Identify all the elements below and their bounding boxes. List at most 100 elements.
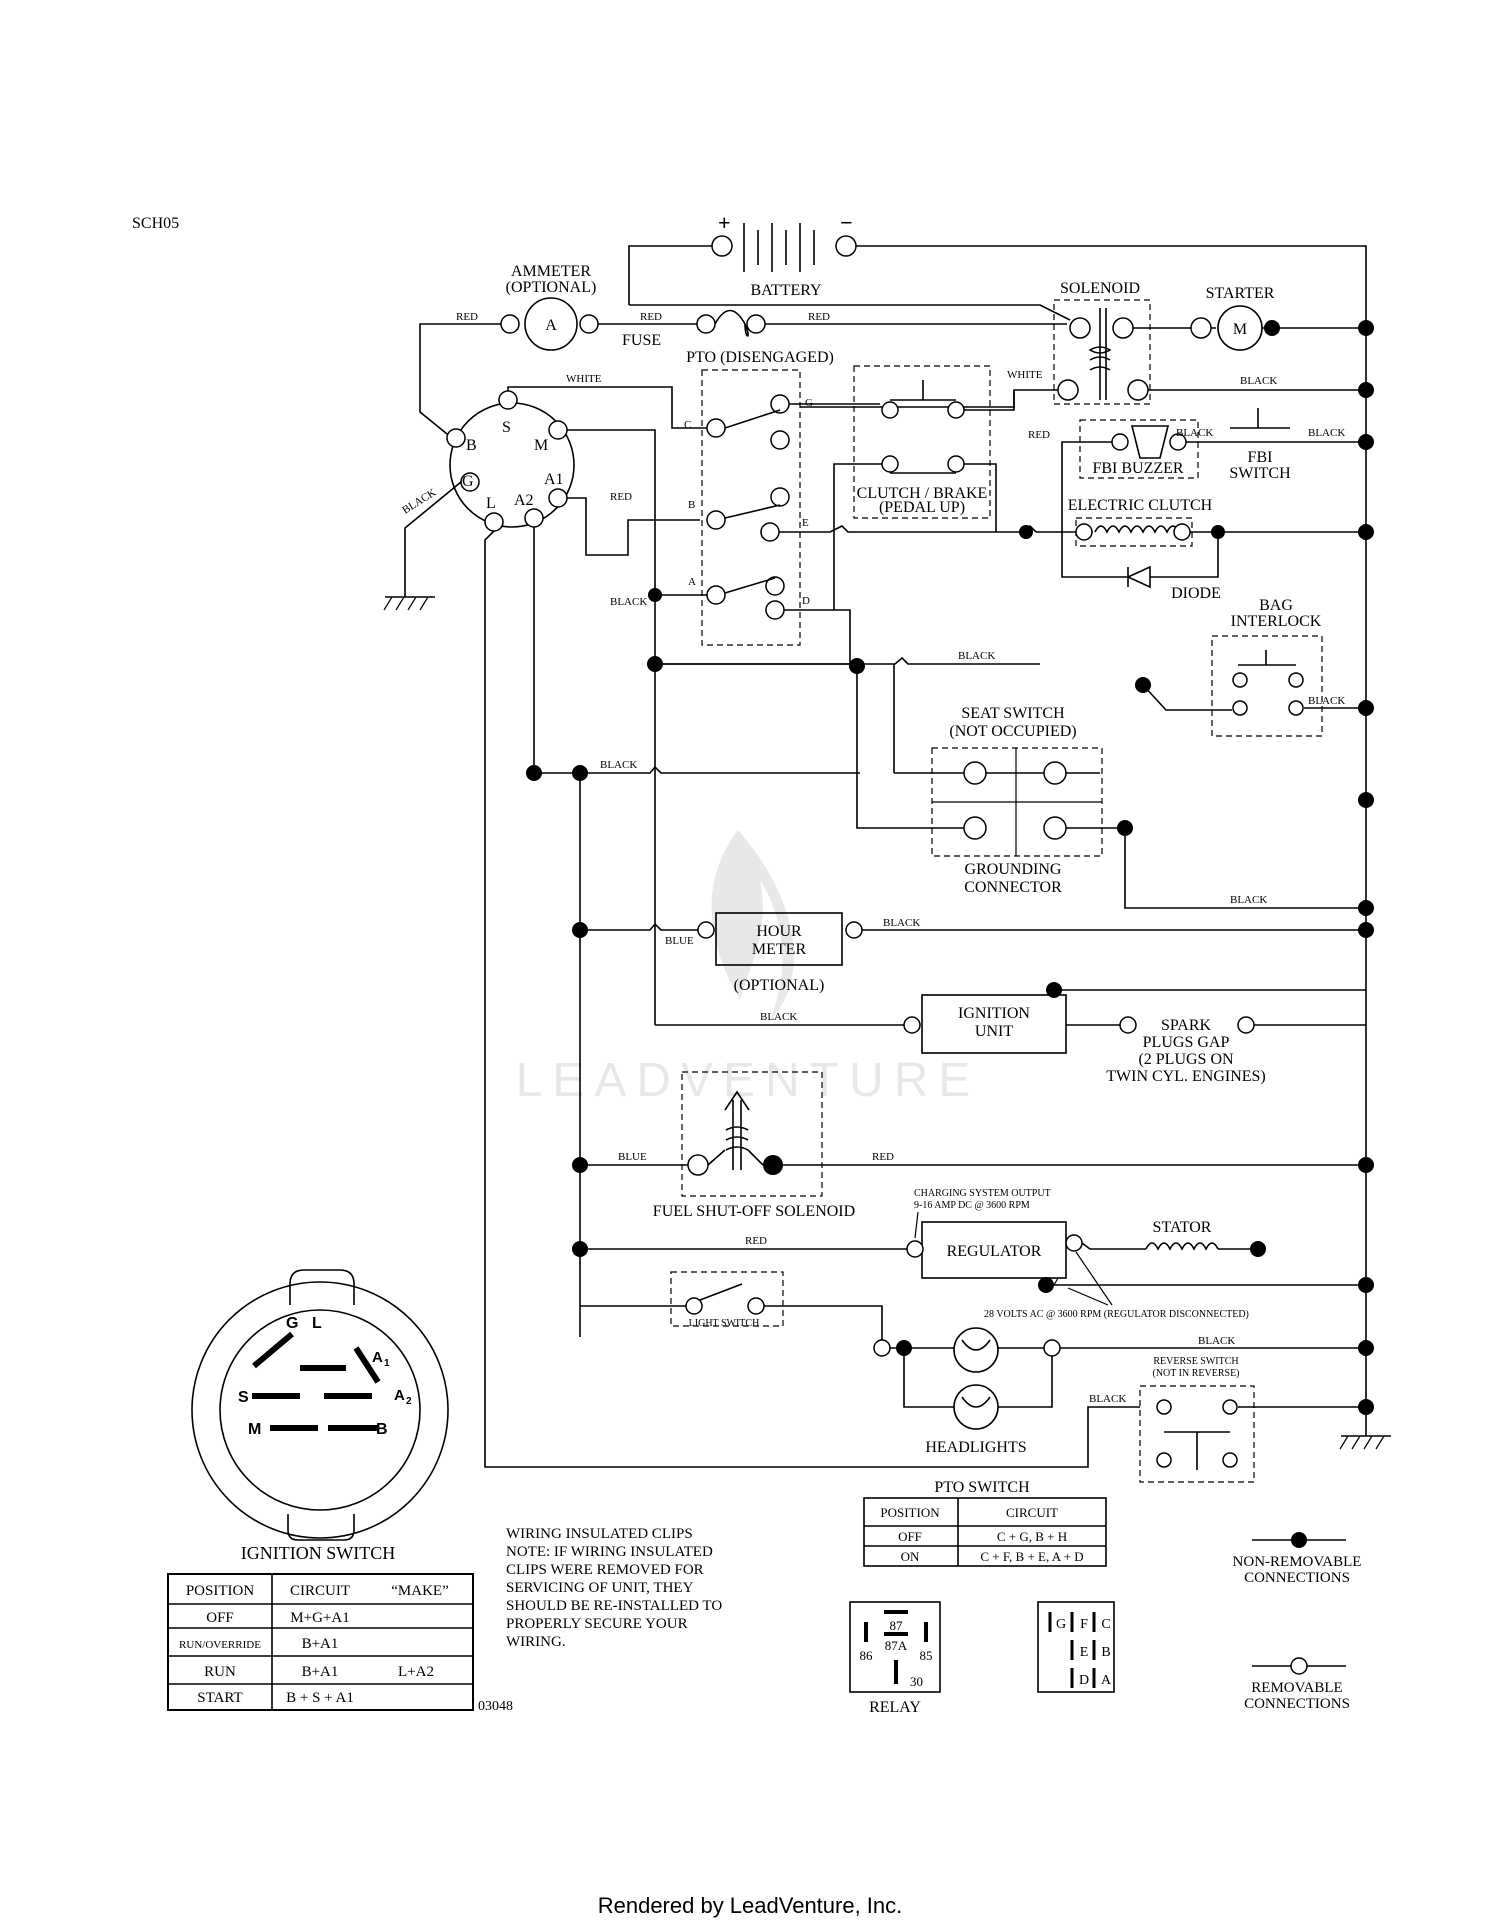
svg-text:RED: RED (610, 491, 632, 503)
svg-text:FUEL SHUT-OFF SOLENOID: FUEL SHUT-OFF SOLENOID (653, 1203, 855, 1220)
svg-text:2: 2 (406, 1396, 412, 1407)
battery-plus: + (718, 210, 731, 235)
svg-text:S: S (238, 1389, 249, 1406)
svg-text:M+G+A1: M+G+A1 (290, 1610, 349, 1626)
svg-text:WIRING INSULATED CLIPS: WIRING INSULATED CLIPS (506, 1526, 693, 1542)
svg-text:ELECTRIC CLUTCH: ELECTRIC CLUTCH (1068, 497, 1213, 514)
svg-text:CONNECTOR: CONNECTOR (964, 879, 1062, 896)
svg-text:9-16 AMP DC @ 3600 RPM: 9-16 AMP DC @ 3600 RPM (914, 1200, 1030, 1211)
svg-text:RUN: RUN (204, 1664, 236, 1680)
svg-text:30: 30 (910, 1674, 923, 1689)
battery-label: BATTERY (750, 282, 822, 299)
svg-text:(2 PLUGS ON: (2 PLUGS ON (1138, 1051, 1234, 1068)
svg-text:BLUE: BLUE (665, 935, 694, 947)
svg-text:M: M (534, 437, 548, 454)
svg-text:SERVICING OF UNIT, THEY: SERVICING OF UNIT, THEY (506, 1580, 694, 1596)
svg-text:REVERSE SWITCH: REVERSE SWITCH (1153, 1356, 1238, 1367)
svg-text:(OPTIONAL): (OPTIONAL) (734, 977, 825, 994)
svg-text:HEADLIGHTS: HEADLIGHTS (925, 1439, 1026, 1456)
svg-text:SHOULD BE RE-INSTALLED TO: SHOULD BE RE-INSTALLED TO (506, 1598, 722, 1614)
svg-text:BAG: BAG (1259, 597, 1293, 614)
watermark-text: LEADVENTURE (516, 1054, 981, 1107)
svg-text:CIRCUIT: CIRCUIT (1006, 1505, 1058, 1520)
svg-text:B: B (688, 499, 695, 511)
svg-text:L+A2: L+A2 (398, 1664, 434, 1680)
svg-text:C: C (1101, 1617, 1110, 1632)
svg-text:BLUE: BLUE (618, 1151, 647, 1163)
svg-text:G: G (805, 397, 813, 409)
svg-text:L: L (486, 495, 496, 512)
svg-text:RED: RED (640, 311, 662, 323)
svg-text:E: E (1080, 1645, 1089, 1660)
svg-text:CLUTCH / BRAKE: CLUTCH / BRAKE (857, 485, 988, 502)
starter: M STARTER (1190, 285, 1366, 351)
svg-text:F: F (1080, 1617, 1088, 1632)
watermark: LEADVENTURE (516, 830, 981, 1107)
svg-text:E: E (802, 517, 809, 529)
svg-text:CLIPS WERE REMOVED FOR: CLIPS WERE REMOVED FOR (506, 1562, 704, 1578)
svg-text:OFF: OFF (898, 1529, 922, 1544)
svg-text:DIODE: DIODE (1171, 585, 1221, 602)
svg-text:NOTE: IF WIRING INSULATED: NOTE: IF WIRING INSULATED (506, 1544, 713, 1560)
svg-text:(PEDAL UP): (PEDAL UP) (879, 499, 965, 516)
footer-credit: Rendered by LeadVenture, Inc. (597, 1893, 903, 1918)
svg-text:A: A (545, 317, 557, 334)
svg-text:RED: RED (808, 311, 830, 323)
svg-text:BLACK: BLACK (958, 650, 995, 662)
svg-text:BLACK: BLACK (1240, 375, 1277, 387)
svg-text:C + F, B + E, A + D: C + F, B + E, A + D (980, 1549, 1083, 1564)
svg-text:B + S + A1: B + S + A1 (286, 1690, 354, 1706)
svg-text:WHITE: WHITE (1007, 369, 1043, 381)
svg-text:PLUGS GAP: PLUGS GAP (1143, 1034, 1230, 1051)
legend-non-removable: NON-REMOVABLE CONNECTIONS (1233, 1532, 1361, 1586)
svg-text:IGNITION SWITCH: IGNITION SWITCH (241, 1543, 395, 1563)
clutch-brake-switch: CLUTCH / BRAKE (PEDAL UP) (853, 365, 991, 519)
ground-symbol-chassis (1339, 1400, 1391, 1450)
fbi-switch: FBI SWITCH (1229, 408, 1291, 482)
fbi-buzzer: FBI BUZZER (1079, 419, 1199, 479)
svg-text:“MAKE”: “MAKE” (391, 1583, 448, 1599)
svg-text:BLACK: BLACK (1230, 894, 1267, 906)
svg-text:D: D (1079, 1673, 1089, 1688)
bag-interlock: BAG INTERLOCK (1211, 597, 1323, 737)
svg-text:GROUNDING: GROUNDING (965, 861, 1062, 878)
seat-switch: SEAT SWITCH (NOT OCCUPIED) GROUNDING CON… (931, 705, 1103, 896)
svg-text:1: 1 (384, 1358, 390, 1369)
svg-text:RED: RED (456, 311, 478, 323)
svg-text:RED: RED (872, 1151, 894, 1163)
svg-text:SPARK: SPARK (1161, 1017, 1212, 1034)
svg-text:B: B (376, 1421, 388, 1438)
svg-text:STATOR: STATOR (1153, 1219, 1212, 1236)
svg-text:(NOT IN REVERSE): (NOT IN REVERSE) (1152, 1368, 1239, 1379)
svg-text:REGULATOR: REGULATOR (947, 1243, 1042, 1260)
svg-text:RED: RED (1028, 429, 1050, 441)
svg-text:INTERLOCK: INTERLOCK (1231, 613, 1322, 630)
pto-switch-table: PTO SWITCH POSITION CIRCUIT OFF C + G, B… (863, 1479, 1107, 1567)
svg-text:ON: ON (901, 1549, 920, 1564)
svg-text:PTO SWITCH: PTO SWITCH (934, 1479, 1030, 1496)
svg-text:RED: RED (745, 1235, 767, 1247)
svg-text:BLACK: BLACK (883, 917, 920, 929)
svg-text:SEAT SWITCH: SEAT SWITCH (961, 705, 1065, 722)
svg-text:FBI: FBI (1248, 449, 1273, 466)
ignition-unit: IGNITION UNIT (903, 994, 1067, 1054)
svg-text:B: B (1101, 1645, 1110, 1660)
svg-text:G: G (286, 1315, 298, 1332)
svg-text:BLACK: BLACK (760, 1011, 797, 1023)
insulated-clips-note: WIRING INSULATED CLIPS NOTE: IF WIRING I… (506, 1526, 722, 1650)
svg-text:CONNECTIONS: CONNECTIONS (1244, 1570, 1350, 1586)
svg-text:BLACK: BLACK (1308, 427, 1345, 439)
diode: DIODE (1061, 532, 1221, 602)
svg-text:WHITE: WHITE (566, 373, 602, 385)
svg-text:LIGHT SWITCH: LIGHT SWITCH (689, 1318, 760, 1329)
svg-text:POSITION: POSITION (186, 1583, 255, 1599)
svg-text:REMOVABLE: REMOVABLE (1251, 1680, 1342, 1696)
fuse: RED RED FUSE (598, 309, 1067, 349)
spark-plugs: SPARK PLUGS GAP (2 PLUGS ON TWIN CYL. EN… (1066, 1016, 1366, 1085)
svg-text:86: 86 (860, 1648, 874, 1663)
svg-text:G: G (1056, 1617, 1066, 1632)
ignition-switch-table: IGNITION SWITCH POSITION CIRCUIT “MAKE” … (167, 1543, 474, 1711)
svg-text:87: 87 (890, 1618, 904, 1633)
svg-text:BLACK: BLACK (600, 759, 637, 771)
